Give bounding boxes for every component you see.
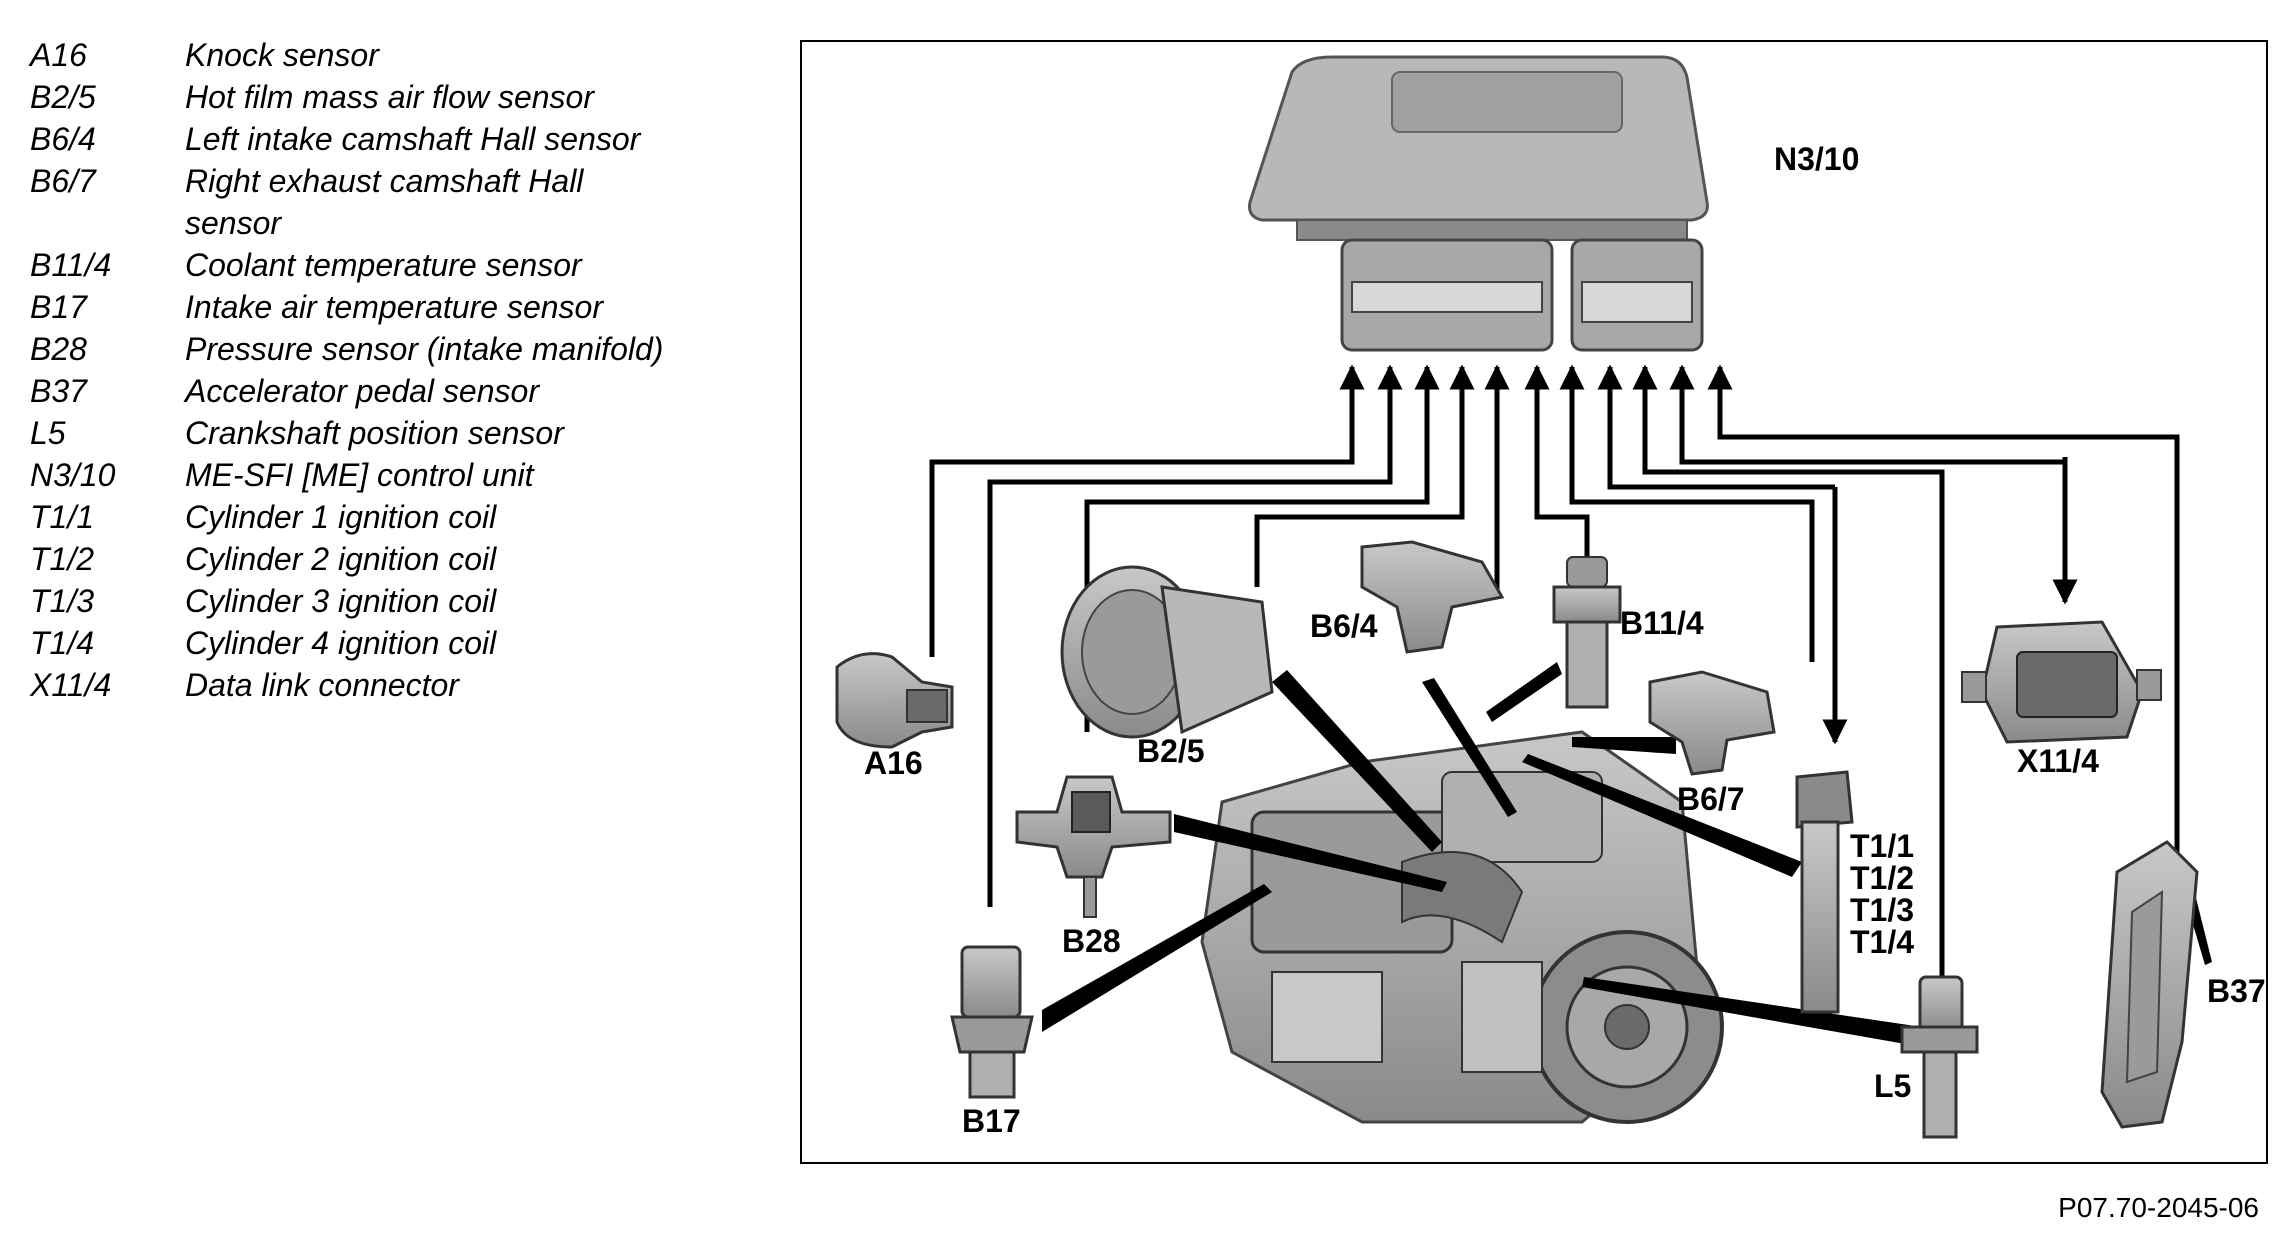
control-unit-n3-10 xyxy=(1248,55,1709,352)
intake-air-temperature-sensor-b17 xyxy=(950,945,1034,1099)
legend: A16 Knock sensor B2/5 Hot film mass air fl… xyxy=(30,34,760,706)
legend-code: A16 xyxy=(30,37,87,73)
label-b37: B37 xyxy=(2207,973,2266,1009)
legend-code: B6/4 xyxy=(30,121,96,157)
legend-row: B6/7 Right exhaust camshaft Hall sensor xyxy=(30,160,760,244)
pointer-t1 xyxy=(1522,754,1802,877)
legend-row: N3/10 ME-SFI [ME] control unit xyxy=(30,454,760,496)
legend-row: T1/1 Cylinder 1 ignition coil xyxy=(30,496,760,538)
legend-code: B2/5 xyxy=(30,79,96,115)
legend-description: Right exhaust camshaft Hall sensor xyxy=(185,163,584,241)
label-b28: B28 xyxy=(1062,923,1121,959)
legend-description: ME-SFI [ME] control unit xyxy=(185,457,534,493)
wire-b37 xyxy=(1707,364,2180,872)
legend-description: Cylinder 1 ignition coil xyxy=(185,499,497,535)
legend-code: T1/4 xyxy=(30,625,95,661)
label-n3-10: N3/10 xyxy=(1774,141,1859,177)
legend-code: B11/4 xyxy=(30,247,112,283)
legend-description: Pressure sensor (intake manifold) xyxy=(185,331,664,367)
pointer-b67 xyxy=(1572,737,1676,754)
legend-description: Cylinder 3 ignition coil xyxy=(185,583,497,619)
legend-code: T1/3 xyxy=(30,583,95,619)
wire-b67 xyxy=(1559,364,1815,662)
legend-row: T1/4 Cylinder 4 ignition coil xyxy=(30,622,760,664)
label-b11-4: B11/4 xyxy=(1620,605,1704,641)
label-t1-1: T1/1 xyxy=(1850,828,1914,864)
pointer-lines xyxy=(1042,662,2212,1047)
wire-a16 xyxy=(929,364,1365,657)
knock-sensor-a16 xyxy=(835,652,954,749)
legend-code: T1/2 xyxy=(30,541,95,577)
legend-description: Cylinder 4 ignition coil xyxy=(185,625,497,661)
label-l5: L5 xyxy=(1874,1068,1911,1104)
legend-code: B6/7 xyxy=(30,163,96,199)
label-b2-5: B2/5 xyxy=(1137,733,1205,769)
camshaft-sensor-b6-4 xyxy=(1360,540,1505,654)
engine-illustration xyxy=(1200,730,1724,1124)
pressure-sensor-b28 xyxy=(1015,775,1172,918)
label-b6-7: B6/7 xyxy=(1677,781,1745,817)
wire-b17 xyxy=(987,364,1403,907)
legend-row: B37 Accelerator pedal sensor xyxy=(30,370,760,412)
legend-row: L5 Crankshaft position sensor xyxy=(30,412,760,454)
crankshaft-position-sensor-l5 xyxy=(1900,975,1979,1139)
legend-description: Accelerator pedal sensor xyxy=(185,373,539,409)
label-t1-4: T1/4 xyxy=(1850,924,1914,960)
legend-row: B28 Pressure sensor (intake manifold) xyxy=(30,328,760,370)
pointer-b114 xyxy=(1486,662,1562,722)
legend-description: Intake air temperature sensor xyxy=(185,289,603,325)
legend-code: B28 xyxy=(30,331,87,367)
pointer-l5 xyxy=(1582,977,1922,1047)
legend-row: X11/4 Data link connector xyxy=(30,664,760,706)
wiring-diagram: N3/10 xyxy=(835,55,2266,1139)
legend-code: X11/4 xyxy=(30,667,112,703)
legend-row: B11/4 Coolant temperature sensor xyxy=(30,244,760,286)
legend-row: A16 Knock sensor xyxy=(30,34,760,76)
data-link-connector-x11-4 xyxy=(1961,620,2162,744)
wire-b114 xyxy=(1524,364,1590,562)
legend-row: B6/4 Left intake camshaft Hall sensor xyxy=(30,118,760,160)
label-b6-4: B6/4 xyxy=(1310,608,1378,644)
legend-code: T1/1 xyxy=(30,499,95,535)
pointer-b17 xyxy=(1042,884,1272,1032)
wire-l5 xyxy=(1632,364,1945,977)
legend-description: Left intake camshaft Hall sensor xyxy=(185,121,641,157)
camshaft-sensor-b6-7 xyxy=(1648,670,1776,776)
legend-row: T1/2 Cylinder 2 ignition coil xyxy=(30,538,760,580)
legend-code: B37 xyxy=(30,373,87,409)
legend-description: Hot film mass air flow sensor xyxy=(185,79,594,115)
accelerator-pedal-sensor-b37 xyxy=(2100,840,2199,1129)
ignition-coil-t1 xyxy=(1795,770,1854,1014)
label-t1-3: T1/3 xyxy=(1850,892,1914,928)
label-b17: B17 xyxy=(962,1103,1021,1139)
label-a16: A16 xyxy=(864,745,923,781)
pointer-b28 xyxy=(1174,814,1447,892)
legend-description: Crankshaft position sensor xyxy=(185,415,564,451)
legend-description: Coolant temperature sensor xyxy=(185,247,582,283)
wiring-harness xyxy=(929,364,2180,977)
wire-b25 xyxy=(1254,364,1475,587)
legend-code: N3/10 xyxy=(30,457,116,493)
wire-x114 xyxy=(1669,364,2068,465)
legend-description: Knock sensor xyxy=(185,37,379,73)
legend-description: Data link connector xyxy=(185,667,459,703)
legend-description: Cylinder 2 ignition coil xyxy=(185,541,497,577)
pointer-b25 xyxy=(1272,670,1442,852)
label-x11-4: X11/4 xyxy=(2017,743,2099,779)
legend-code: B17 xyxy=(30,289,87,325)
mass-air-flow-sensor-b2-5 xyxy=(1060,565,1274,739)
legend-row: B17 Intake air temperature sensor xyxy=(30,286,760,328)
coolant-temperature-sensor-b11-4 xyxy=(1552,556,1622,709)
label-t1-2: T1/2 xyxy=(1850,860,1914,896)
legend-row: T1/3 Cylinder 3 ignition coil xyxy=(30,580,760,622)
legend-code: L5 xyxy=(30,415,66,451)
pointer-b64 xyxy=(1422,678,1517,817)
wire-t1 xyxy=(1597,364,1835,490)
diagram-frame: N3/10 xyxy=(800,40,2268,1164)
legend-row: B2/5 Hot film mass air flow sensor xyxy=(30,76,760,118)
figure-id: P07.70-2045-06 xyxy=(2058,1192,2259,1223)
